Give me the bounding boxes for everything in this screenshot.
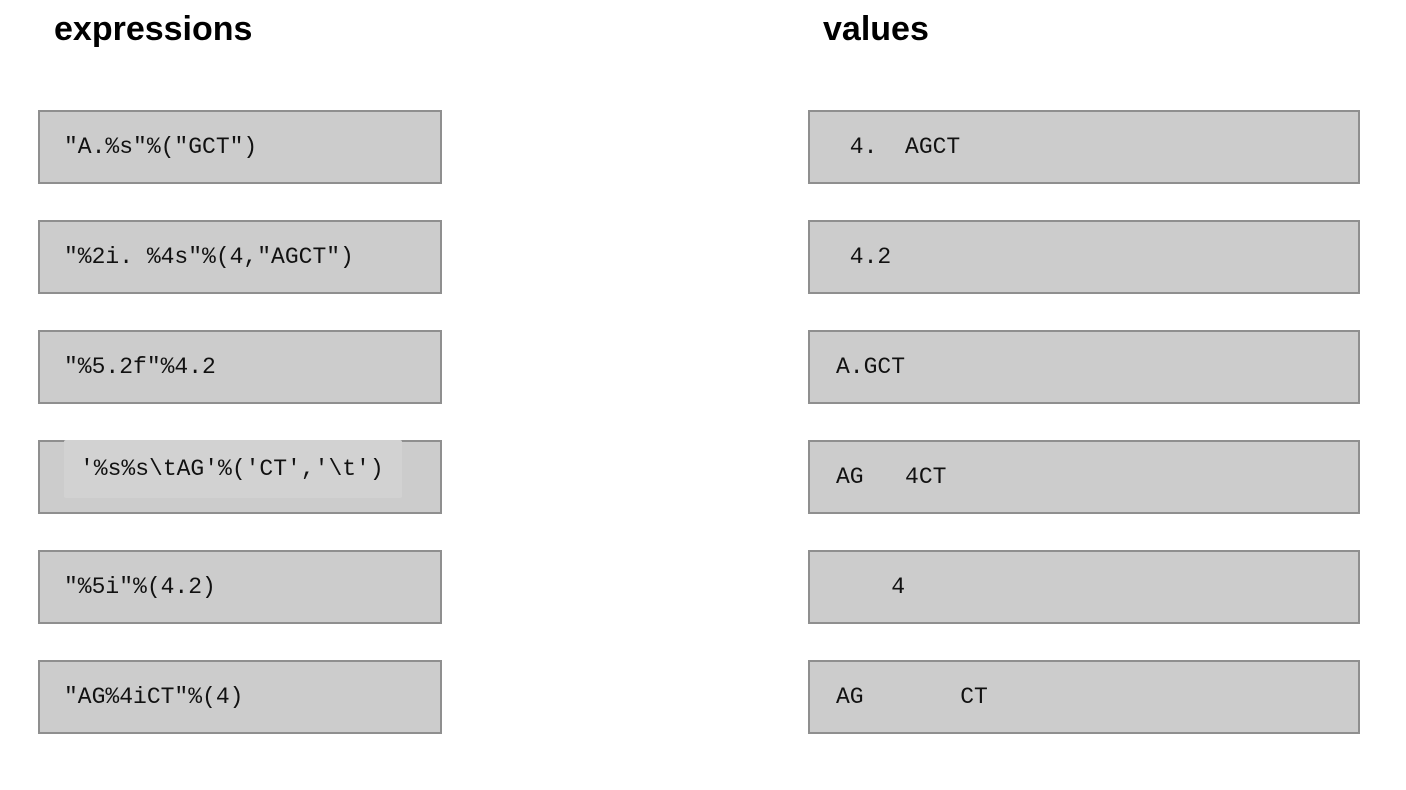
value-card[interactable]: 4	[808, 550, 1360, 624]
value-text: 4.2	[836, 244, 892, 270]
value-text: AG 4CT	[836, 464, 947, 490]
expression-card[interactable]: "%2i. %4s"%(4,"AGCT")	[38, 220, 442, 294]
values-column: 4. AGCT 4.2 A.GCT AG 4CT 4 AG CT	[808, 110, 1360, 770]
expression-text: "%2i. %4s"%(4,"AGCT")	[64, 244, 354, 270]
expressions-heading: expressions	[54, 10, 253, 48]
value-card[interactable]: AG CT	[808, 660, 1360, 734]
expression-text: "AG%4iCT"%(4)	[64, 684, 244, 710]
value-card[interactable]: 4.2	[808, 220, 1360, 294]
expression-text: '%s%s\tAG'%('CT','\t')	[64, 440, 402, 498]
expression-text: "%5i"%(4.2)	[64, 574, 216, 600]
value-card[interactable]: AG 4CT	[808, 440, 1360, 514]
value-card[interactable]: A.GCT	[808, 330, 1360, 404]
expression-card[interactable]: "%5.2f"%4.2	[38, 330, 442, 404]
expression-card[interactable]: "AG%4iCT"%(4)	[38, 660, 442, 734]
expression-card[interactable]: '%s%s\tAG'%('CT','\t')	[38, 440, 442, 514]
expression-text: "%5.2f"%4.2	[64, 354, 216, 380]
value-text: AG CT	[836, 684, 988, 710]
expression-text: "A.%s"%("GCT")	[64, 134, 258, 160]
expression-card[interactable]: "A.%s"%("GCT")	[38, 110, 442, 184]
value-text: 4	[836, 574, 906, 600]
expression-card[interactable]: "%5i"%(4.2)	[38, 550, 442, 624]
values-heading: values	[823, 10, 929, 48]
value-card[interactable]: 4. AGCT	[808, 110, 1360, 184]
value-text: A.GCT	[836, 354, 906, 380]
value-text: 4. AGCT	[836, 134, 961, 160]
expressions-column: "A.%s"%("GCT") "%2i. %4s"%(4,"AGCT") "%5…	[38, 110, 442, 770]
